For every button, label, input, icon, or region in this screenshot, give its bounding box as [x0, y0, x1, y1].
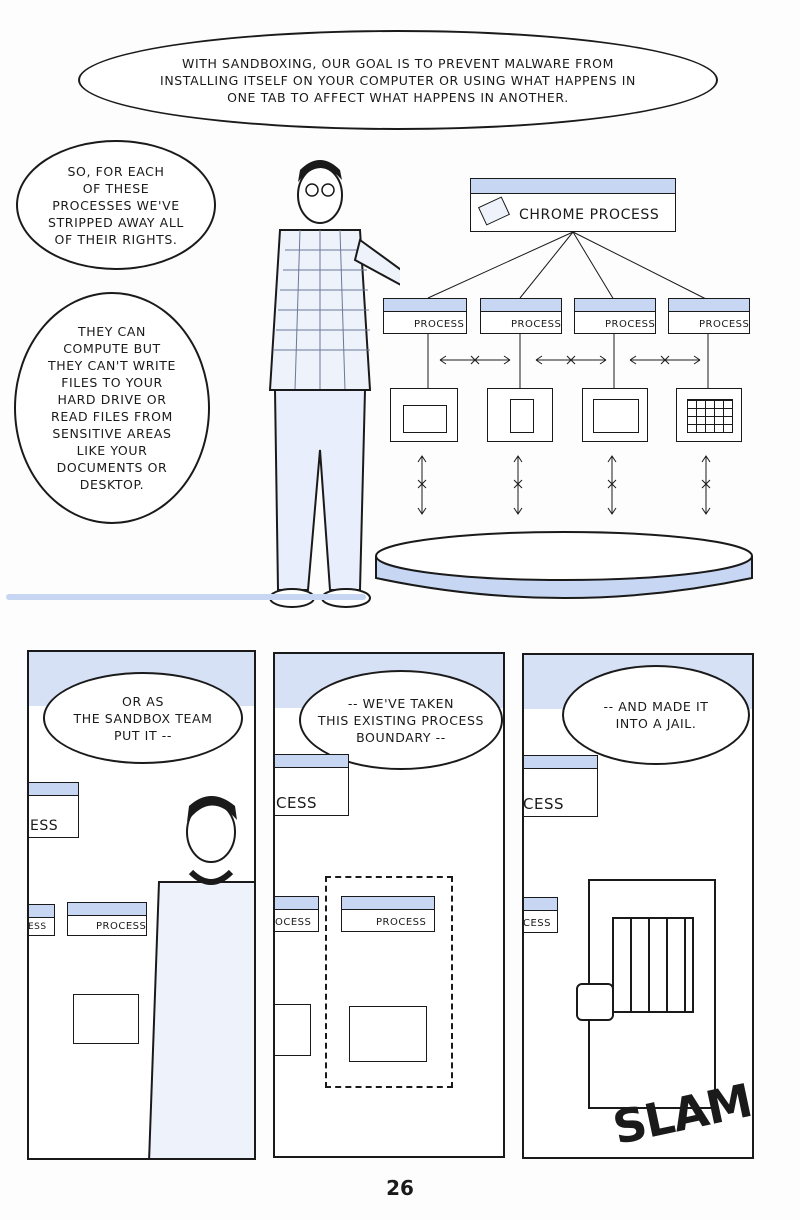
bubble-line: FILES TO YOUR: [61, 375, 163, 390]
process-window-1: PROCESS: [383, 298, 467, 334]
window-tab-bar: [669, 299, 749, 312]
bubble-line: PROCESSES WE'VE: [52, 197, 180, 213]
bubble-line: OF THEIR RIGHTS.: [54, 231, 178, 247]
bubble-line: SO, FOR EACH: [67, 163, 165, 179]
bubble-line: PUT IT --: [113, 727, 172, 743]
left-speech-bubble-2: THEY CAN COMPUTE BUT THEY CAN'T WRITE FI…: [14, 292, 210, 524]
bubble-line: INSTALLING ITSELF ON YOUR COMPUTER OR US…: [160, 72, 636, 88]
presenter-illustration: [148, 796, 254, 1158]
mail-folder-icon: [390, 388, 458, 442]
bubble-line: ONE TAB TO AFFECT WHAT HAPPENS IN ANOTHE…: [227, 89, 569, 105]
bubble-line: -- WE'VE TAKEN: [347, 695, 455, 711]
window-tab-bar: [524, 898, 557, 911]
calendar-folder-icon: [349, 1006, 427, 1062]
window-tab-bar: [342, 897, 434, 910]
process-label: CESS: [276, 794, 317, 812]
presenter-illustration: [268, 160, 400, 608]
process-label: PROCESS: [96, 921, 147, 932]
process-window-fragment: OCESS: [275, 896, 319, 932]
bubble-line: HARD DRIVE OR: [57, 392, 167, 407]
bubble-line: THEY CAN'T WRITE: [47, 358, 177, 373]
media-folder-icon: [582, 388, 648, 442]
process-label: PROCESS: [699, 319, 750, 330]
sandbox-boundary: [325, 876, 453, 1088]
blocked-arrows-vertical: [417, 455, 711, 515]
window-tab-bar: [68, 903, 146, 916]
disk-platform: [375, 531, 753, 599]
process-label: CESS: [523, 918, 551, 929]
calendar-folder-icon: [73, 994, 139, 1044]
chrome-process-window: CHROME PROCESS: [470, 178, 676, 232]
document-folder-icon: [487, 388, 553, 442]
window-tab-bar: [471, 179, 675, 194]
process-window-fragment: CESS: [275, 754, 349, 816]
process-window: PROCESS: [67, 902, 147, 936]
speech-bubble: OR AS THE SANDBOX TEAM PUT IT --: [43, 672, 243, 764]
bubble-line: COMPUTE BUT: [63, 341, 161, 356]
process-window-fragment: CESS: [523, 755, 598, 817]
window-tab-bar: [524, 756, 597, 769]
bubble-line: OF THESE: [82, 180, 150, 196]
process-label: CESS: [523, 795, 564, 813]
chrome-process-label: CHROME PROCESS: [519, 207, 660, 223]
bubble-line: STRIPPED AWAY ALL: [48, 214, 184, 230]
process-window: PROCESS: [341, 896, 435, 932]
comic-panel-1: OR AS THE SANDBOX TEAM PUT IT -- ESS ESS…: [27, 650, 256, 1160]
page-number: 26: [386, 1176, 414, 1200]
speech-bubble: -- AND MADE IT INTO A JAIL.: [562, 665, 750, 765]
bubble-line: DESKTOP.: [79, 477, 145, 492]
jail-window: [612, 917, 694, 1013]
bubble-line: THEY CAN: [78, 324, 146, 339]
bubble-line: BOUNDARY --: [356, 729, 446, 745]
bubble-line: READ FILES FROM: [51, 409, 173, 424]
padlock-icon: [576, 983, 614, 1021]
bubble-line: INTO A JAIL.: [615, 716, 697, 731]
document-icon: [510, 399, 534, 433]
calendar-icon: [687, 399, 733, 433]
process-label: PROCESS: [414, 319, 465, 330]
floor-shadow: [6, 594, 366, 600]
process-tree-lines: [427, 231, 709, 390]
bubble-line: THE SANDBOX TEAM: [73, 710, 213, 726]
process-window-3: PROCESS: [574, 298, 656, 334]
left-speech-bubble-1: SO, FOR EACH OF THESE PROCESSES WE'VE ST…: [16, 140, 216, 270]
window-tab-bar: [29, 905, 54, 918]
process-label: ESS: [28, 922, 47, 932]
window-tab-bar: [275, 897, 318, 910]
comic-panel-2: -- WE'VE TAKEN THIS EXISTING PROCESS BOU…: [273, 652, 505, 1158]
window-tab-bar: [384, 299, 466, 312]
process-window-fragment: ESS: [28, 904, 55, 936]
window-tab-bar: [481, 299, 561, 312]
bubble-line: THIS EXISTING PROCESS: [317, 712, 485, 728]
process-window-fragment: ESS: [29, 782, 79, 838]
window-tab-bar: [29, 783, 78, 796]
process-label: OCESS: [275, 917, 312, 928]
media-player-icon: [593, 399, 639, 433]
bubble-line: -- AND MADE IT: [603, 699, 709, 714]
calendar-folder-icon: [676, 388, 742, 442]
process-label: PROCESS: [605, 319, 656, 330]
bubble-line: OR AS: [122, 693, 164, 709]
bubble-line: SENSITIVE AREAS: [52, 426, 172, 441]
window-tab-bar: [575, 299, 655, 312]
bubble-line: LIKE YOUR: [76, 443, 148, 458]
blocked-arrows-row: [439, 355, 701, 365]
envelope-icon: [403, 405, 447, 433]
bubble-line: WITH SANDBOXING, OUR GOAL IS TO PREVENT …: [181, 55, 615, 71]
process-label: PROCESS: [511, 319, 562, 330]
chip-icon: [477, 196, 511, 226]
speech-bubble: -- WE'VE TAKEN THIS EXISTING PROCESS BOU…: [299, 670, 503, 770]
media-folder-icon: [275, 1004, 311, 1056]
comic-panel-3: -- AND MADE IT INTO A JAIL. CESS CESS SL…: [522, 653, 754, 1159]
main-speech-bubble: WITH SANDBOXING, OUR GOAL IS TO PREVENT …: [78, 30, 718, 130]
process-window-4: PROCESS: [668, 298, 750, 334]
process-window-fragment: CESS: [523, 897, 558, 933]
process-label: PROCESS: [376, 917, 427, 928]
process-window-2: PROCESS: [480, 298, 562, 334]
bubble-line: DOCUMENTS OR: [56, 460, 168, 475]
window-tab-bar: [275, 755, 348, 768]
process-label: ESS: [30, 818, 59, 834]
